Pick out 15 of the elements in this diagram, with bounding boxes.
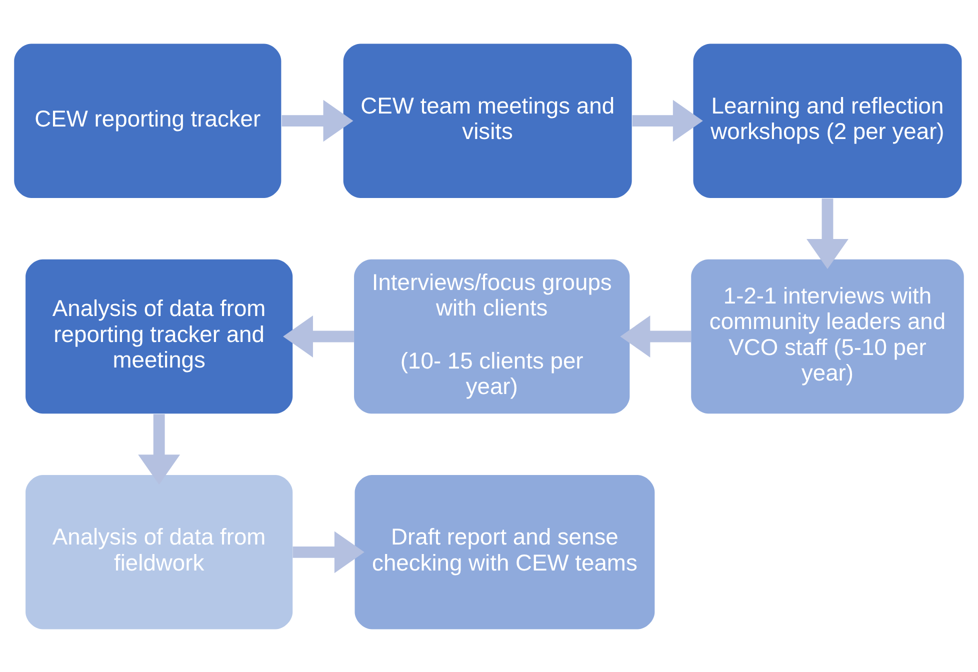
node-box: Analysis of data from reporting tracker and meetings [26, 258, 293, 414]
arrow [806, 198, 848, 268]
node-box: Analysis of data from fieldwork [26, 474, 293, 629]
arrow [282, 99, 354, 142]
arrow [138, 414, 180, 484]
node-box: CEW team meetings and visits [343, 43, 632, 198]
node-box: CEW reporting tracker [14, 43, 282, 198]
node-box: Learning and reflection workshops (2 per year) [693, 43, 962, 198]
arrow [283, 315, 354, 357]
arrow [632, 99, 703, 142]
node-box: 1-2-1 interviews with community leaders and VCO staff (5-10 per year) [691, 258, 964, 414]
arrow [620, 315, 692, 357]
arrow [292, 530, 364, 573]
node-box: Draft report and sense checking with CEW teams [354, 474, 655, 629]
node-box: Interviews/focus groups with clients (10- 15 clients per year) [354, 258, 630, 414]
